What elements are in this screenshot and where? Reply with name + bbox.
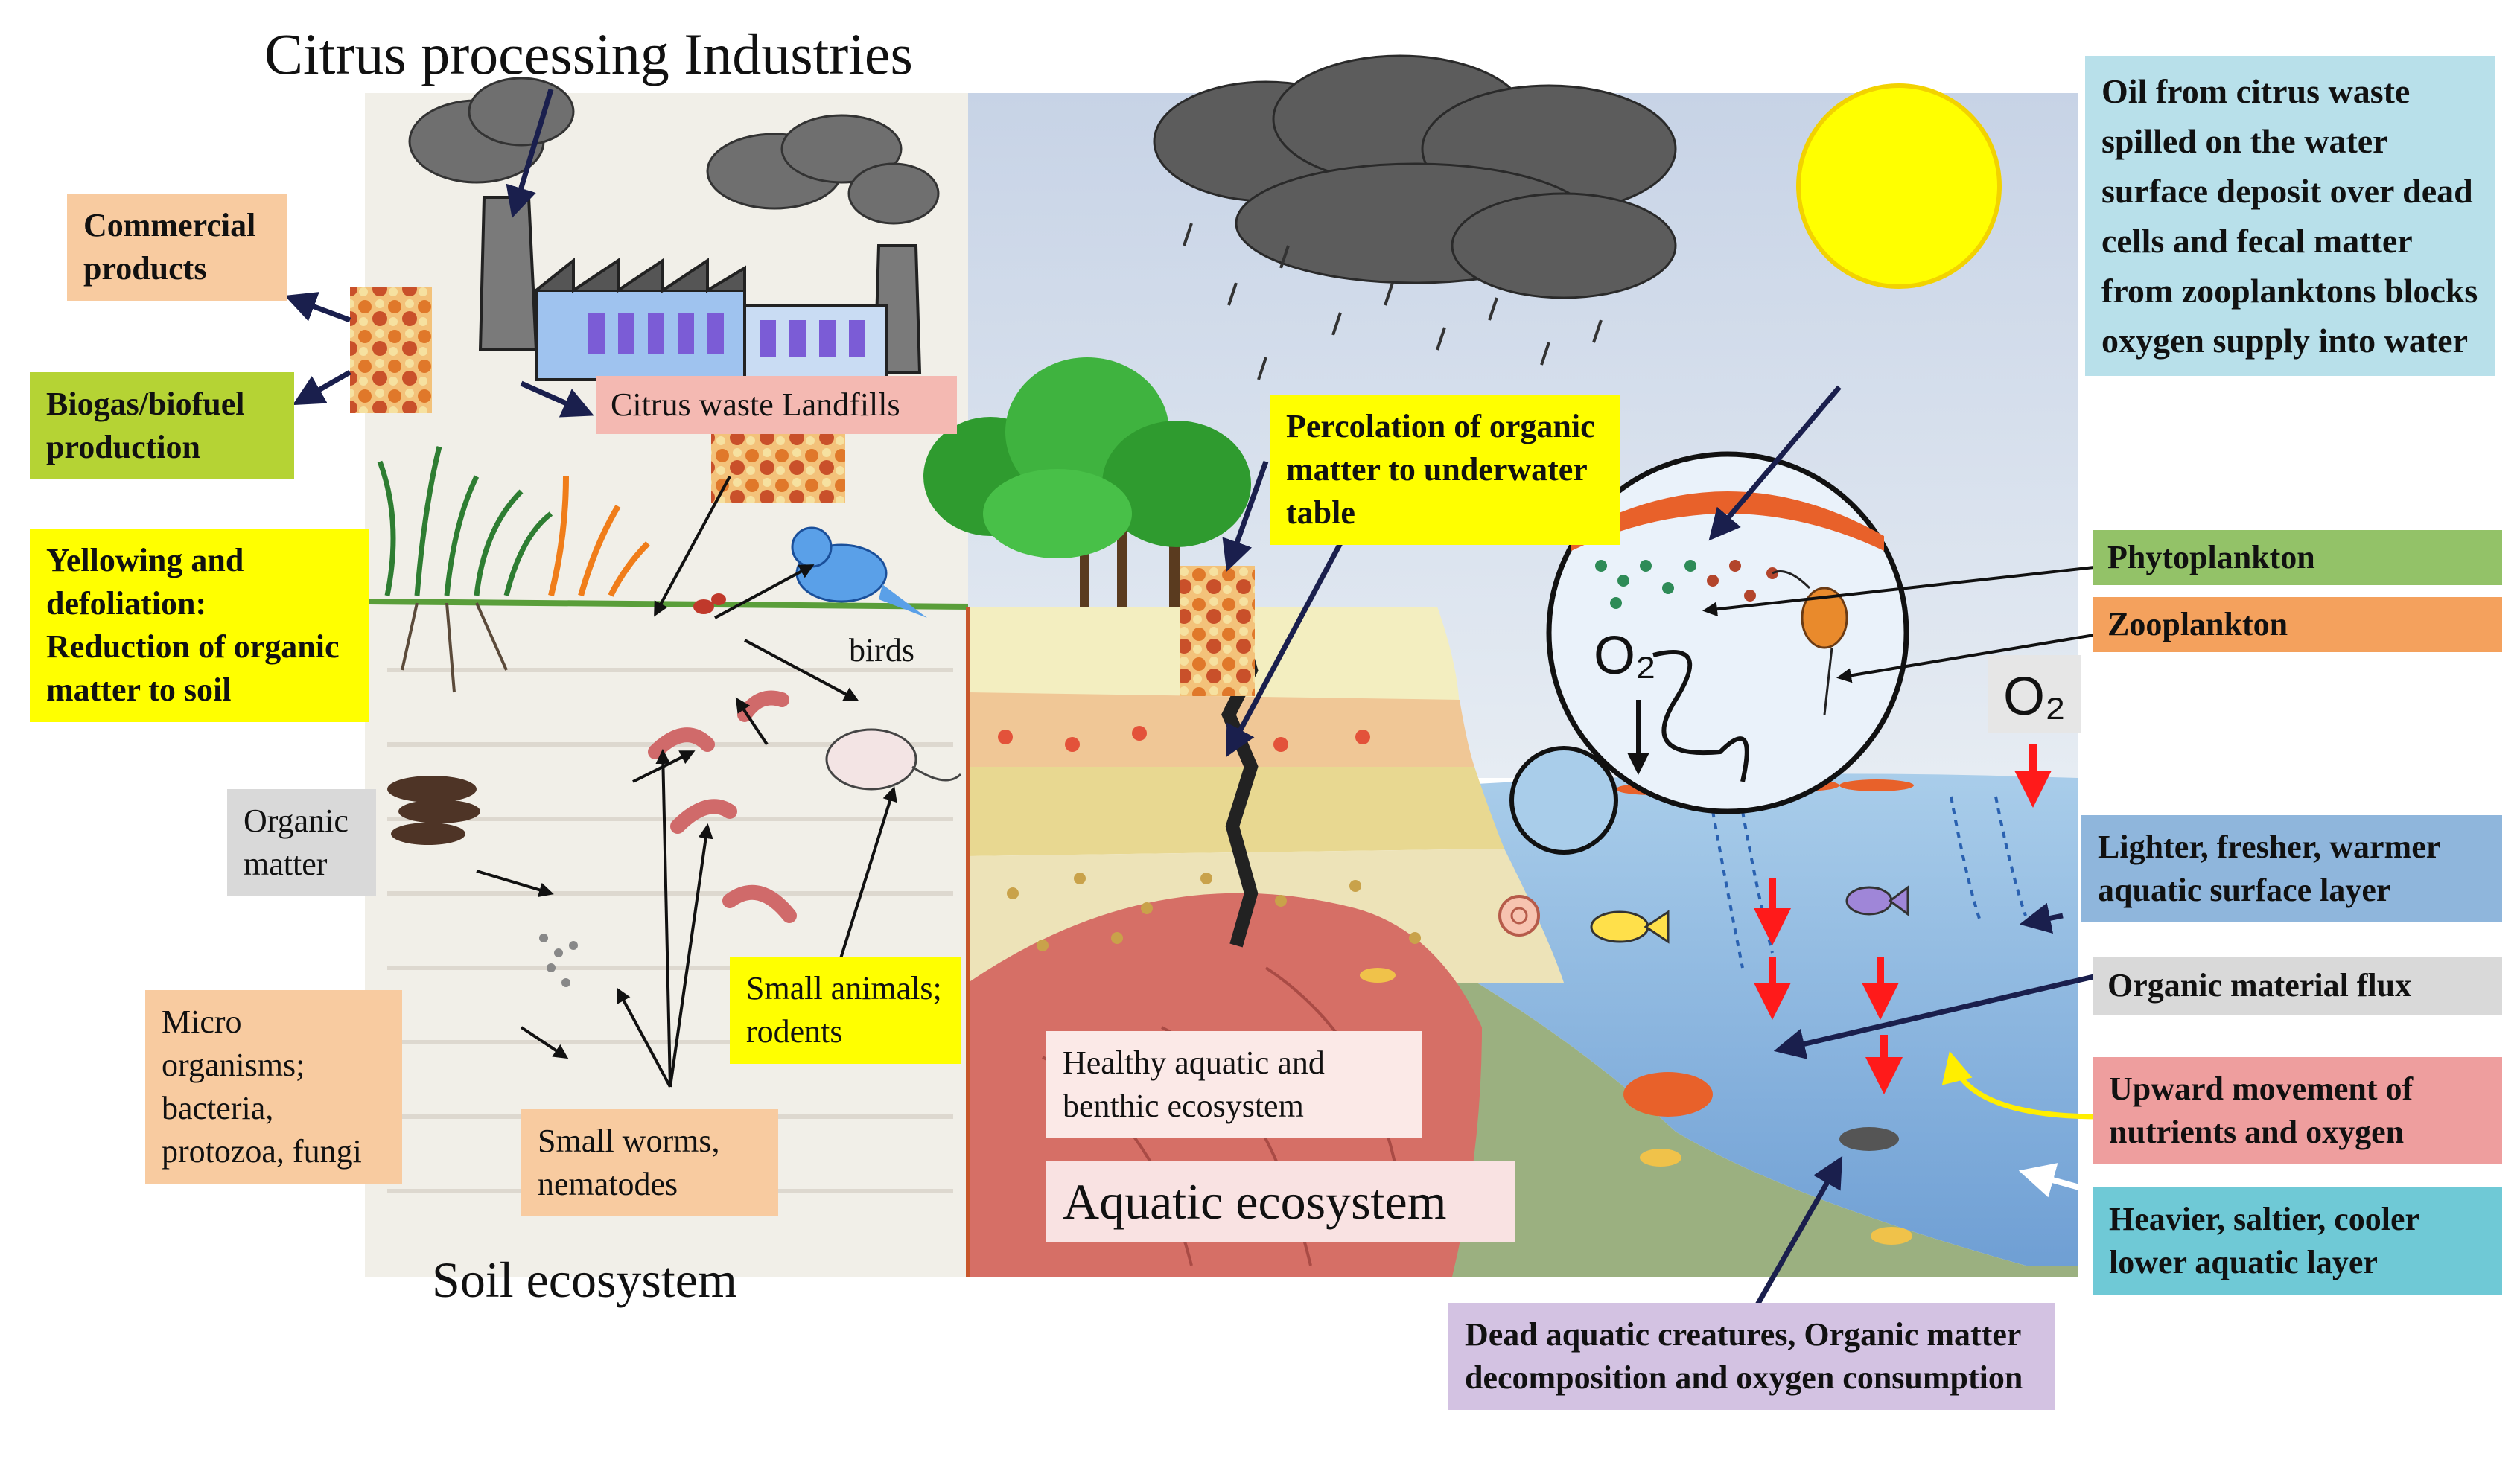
oxygen-down-arrows bbox=[1754, 744, 2052, 1094]
oil-spill-label: Oil from citrus waste spilled on the wat… bbox=[2085, 56, 2495, 376]
birds-label: birds bbox=[849, 632, 914, 669]
organic-matter-pile-icon bbox=[387, 776, 480, 845]
fish-icon bbox=[1590, 885, 1909, 944]
lighter-layer-label: Lighter, fresher, warmer aquatic surface… bbox=[2081, 815, 2502, 922]
page-title: Citrus processing Industries bbox=[264, 22, 913, 86]
lower-layer-arrow bbox=[2018, 1163, 2094, 1198]
citrus-waste-photo-icon bbox=[711, 432, 845, 503]
factory-icon bbox=[478, 196, 922, 381]
percolation-label: Percolation of organic matter to underwa… bbox=[1270, 395, 1620, 545]
bird-icon bbox=[791, 526, 927, 618]
rain-icon bbox=[1183, 223, 1603, 380]
o2-symbol-right-bg bbox=[1988, 655, 2081, 733]
zooplankton-icon bbox=[1772, 570, 1848, 715]
sun-icon bbox=[1796, 83, 2002, 289]
commercial-products-label: Commercial products bbox=[67, 194, 287, 301]
dead-creatures-label: Dead aquatic creatures, Organic matter d… bbox=[1448, 1303, 2055, 1410]
citrus-waste-photo-icon bbox=[1180, 566, 1255, 696]
chimney-smoke-icon bbox=[408, 77, 940, 225]
ant-icon bbox=[693, 593, 726, 614]
small-worms-label: Small worms, nematodes bbox=[521, 1109, 778, 1216]
red-pebbles bbox=[998, 726, 1370, 752]
heavier-layer-label: Heavier, saltier, cooler lower aquatic l… bbox=[2093, 1187, 2502, 1295]
yellowing-label: Yellowing and defoliation: Reduction of … bbox=[30, 529, 369, 722]
organic-flux-label: Organic material flux bbox=[2093, 957, 2502, 1015]
oxygen-squiggle bbox=[1652, 650, 1749, 782]
zooplankton-label: Zooplankton bbox=[2093, 597, 2502, 652]
o2-symbol-right: O₂ bbox=[2003, 667, 2066, 727]
aquatic-ecosystem-label: Aquatic ecosystem bbox=[1046, 1161, 1515, 1242]
soil-ecosystem-label: Soil ecosystem bbox=[432, 1251, 737, 1308]
rodent-icon bbox=[825, 728, 962, 791]
small-animals-label: Small animals; rodents bbox=[730, 957, 961, 1064]
upward-movement-arrow bbox=[1941, 1050, 2101, 1120]
seabed-stones bbox=[1360, 968, 1912, 1245]
upward-movement-label: Upward movement of nutrients and oxygen bbox=[2093, 1057, 2502, 1164]
organic-matter-label: Organic matter bbox=[227, 789, 376, 896]
microorganism-dots-icon bbox=[539, 934, 578, 987]
snail-icon bbox=[1498, 895, 1540, 937]
tree-icon bbox=[923, 357, 1251, 607]
sediment-layer-1 bbox=[968, 692, 1474, 767]
o2-symbol-left: O₂ bbox=[1594, 626, 1656, 686]
citrus-waste-photo-icon bbox=[350, 287, 432, 413]
roots-icon bbox=[401, 602, 508, 693]
gravel-dots bbox=[1007, 873, 1421, 951]
dead-fish-icon bbox=[1839, 1127, 1899, 1151]
ground-line bbox=[368, 599, 973, 610]
crab-icon bbox=[1623, 1072, 1713, 1117]
cloud-icon bbox=[1153, 54, 1677, 299]
healthy-aquatic-label: Healthy aquatic and benthic ecosystem bbox=[1046, 1031, 1422, 1138]
small-magnifier-circle-icon bbox=[1509, 746, 1618, 855]
micro-organisms-label: Micro organisms; bacteria, protozoa, fun… bbox=[145, 990, 402, 1184]
black-pointer-lines bbox=[476, 476, 2108, 1088]
landfills-label: Citrus waste Landfills bbox=[596, 376, 957, 434]
grass-icon bbox=[377, 446, 553, 596]
biogas-label: Biogas/biofuel production bbox=[30, 372, 294, 479]
dry-grass-icon bbox=[548, 476, 650, 597]
phytoplankton-label: Phytoplankton bbox=[2093, 530, 2502, 585]
